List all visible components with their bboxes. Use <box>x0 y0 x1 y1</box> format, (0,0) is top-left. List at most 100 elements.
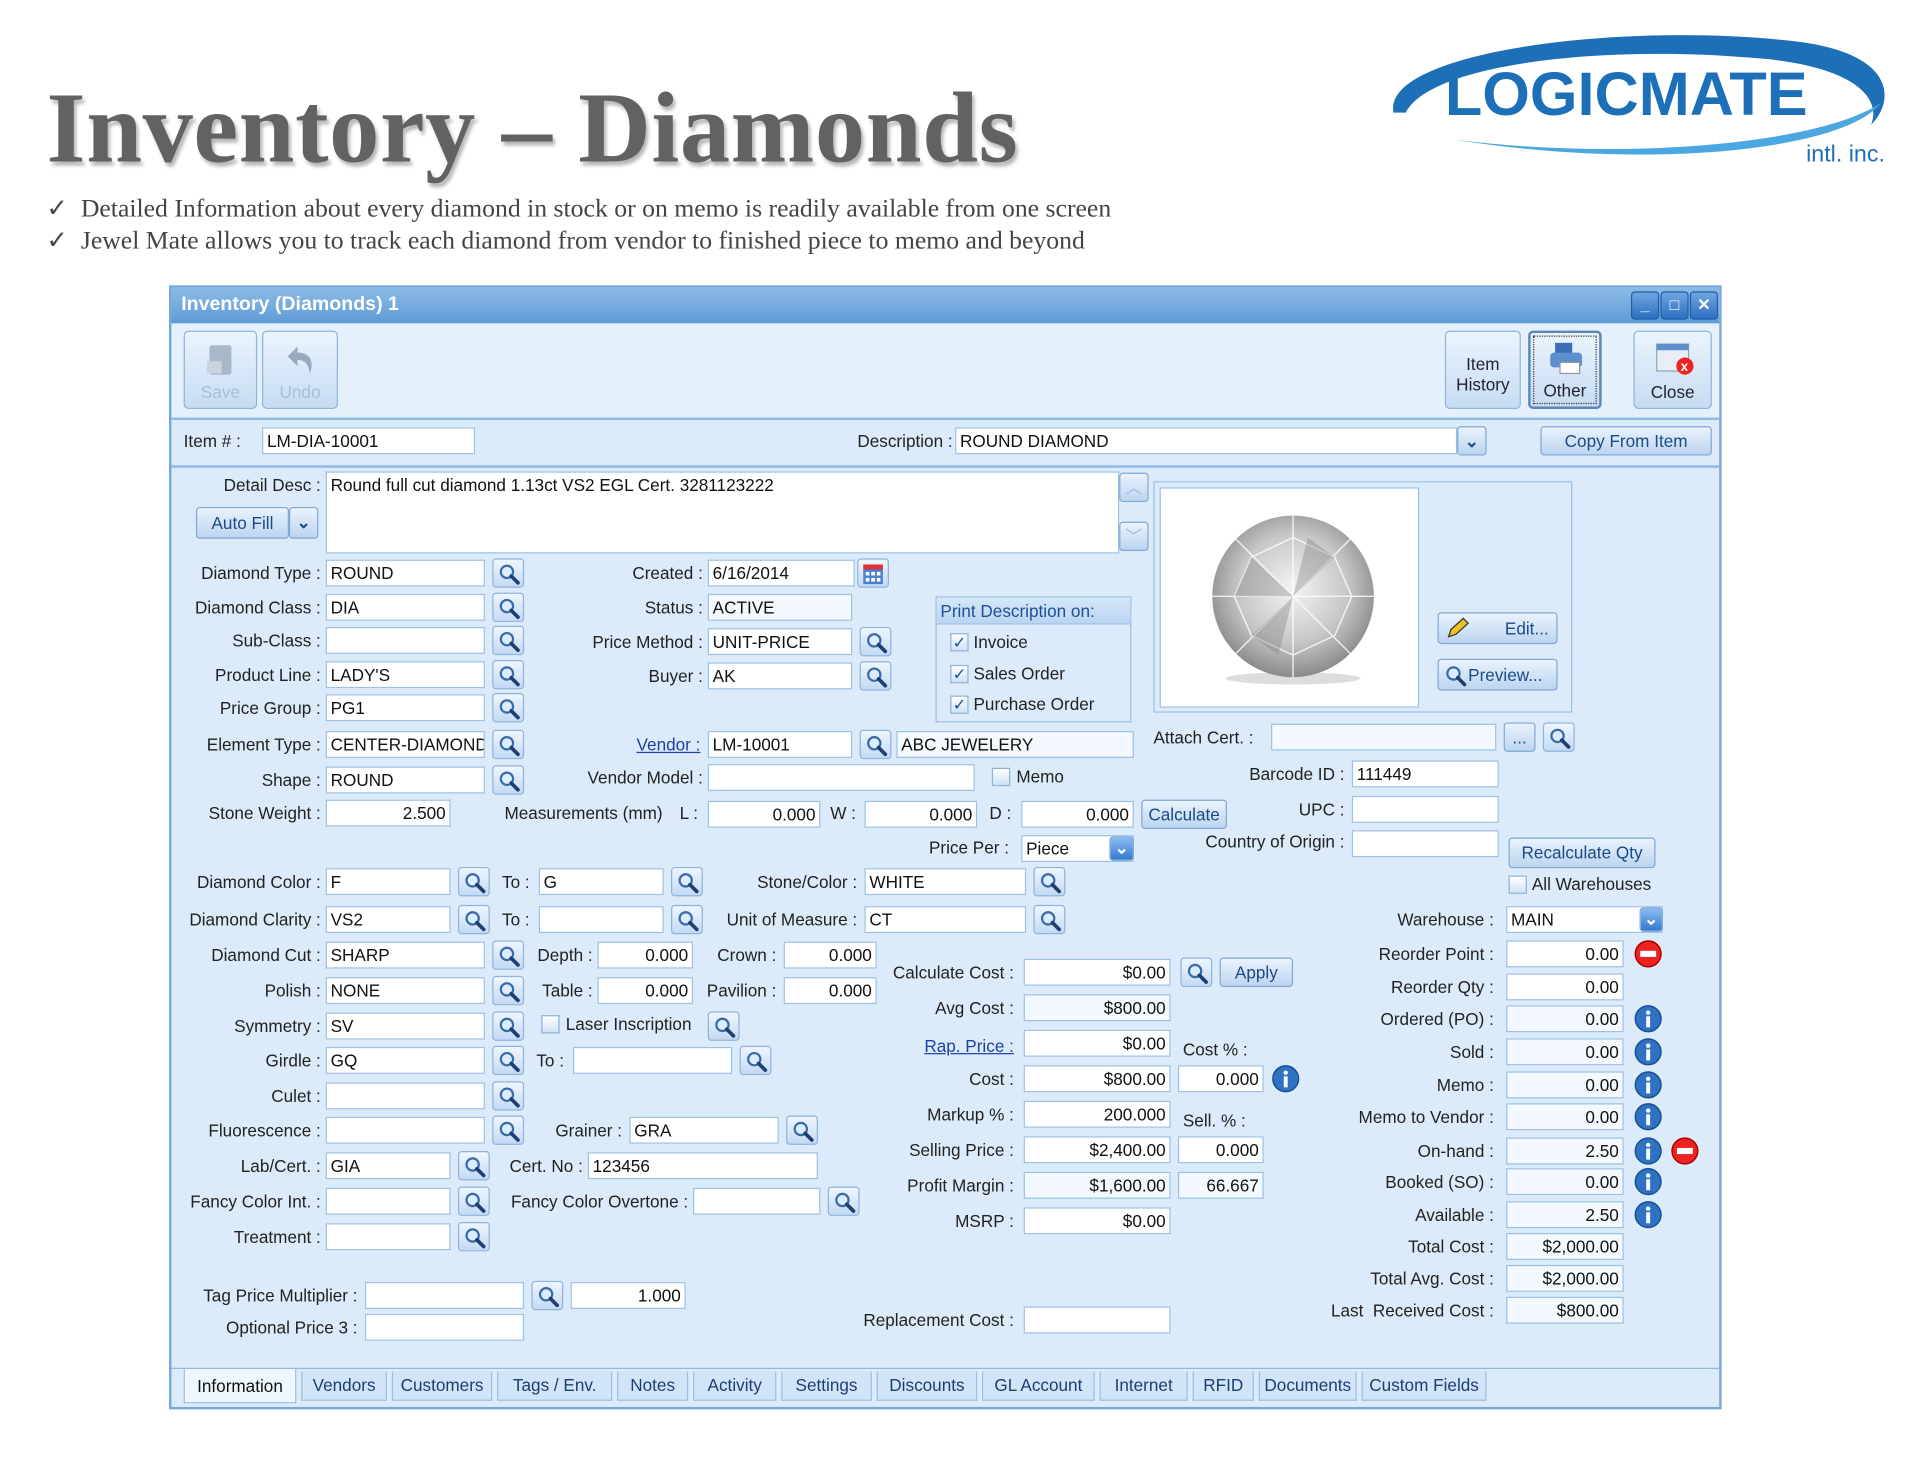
calculate-button[interactable]: Calculate <box>1141 799 1227 829</box>
close-button[interactable]: x Close <box>1633 330 1712 409</box>
clarity-to-input[interactable] <box>538 906 664 934</box>
girdle-to-search-icon[interactable] <box>739 1045 772 1076</box>
cost-input[interactable]: $800.00 <box>1023 1065 1171 1093</box>
selling-price-input[interactable]: $2,400.00 <box>1023 1136 1171 1164</box>
diamond-class-search-icon[interactable] <box>492 592 525 623</box>
girdle-to-input[interactable] <box>573 1046 733 1074</box>
tag-price-multiplier-value[interactable]: 1.000 <box>570 1282 686 1309</box>
created-date-input[interactable]: 6/16/2014 <box>707 559 855 587</box>
product-line-search-icon[interactable] <box>492 660 525 690</box>
warehouse-chevron-down-icon[interactable]: ⌄ <box>1639 907 1663 932</box>
msrp-input[interactable]: $0.00 <box>1023 1207 1171 1235</box>
diamond-clarity-input[interactable]: VS2 <box>325 906 451 934</box>
price-method-input[interactable]: UNIT-PRICE <box>707 628 853 656</box>
calculate-cost-search-icon[interactable] <box>1180 957 1213 987</box>
other-button[interactable]: Other <box>1528 330 1602 409</box>
girdle-search-icon[interactable] <box>492 1045 525 1076</box>
clarity-to-search-icon[interactable] <box>671 904 703 935</box>
apply-button[interactable]: Apply <box>1219 957 1294 987</box>
buyer-input[interactable]: AK <box>707 662 853 690</box>
price-group-input[interactable]: PG1 <box>325 694 485 722</box>
treatment-input[interactable] <box>325 1223 451 1251</box>
memo-checkbox[interactable] <box>991 767 1011 787</box>
rap-price-link[interactable]: Rap. Price : <box>924 1035 1014 1056</box>
scroll-down-button[interactable]: ﹀ <box>1119 521 1149 552</box>
fancy-color-int-input[interactable] <box>325 1187 451 1215</box>
tab-notes[interactable]: Notes <box>617 1371 689 1401</box>
avg-cost-input[interactable]: $800.00 <box>1023 994 1171 1022</box>
fancy-color-int-search-icon[interactable] <box>457 1186 490 1216</box>
laser-inscription-checkbox[interactable] <box>541 1015 560 1034</box>
edit-image-button[interactable]: Edit... <box>1437 612 1558 645</box>
replacement-cost-input[interactable] <box>1023 1306 1171 1334</box>
purchase-order-checkbox[interactable]: ✓ <box>950 695 969 714</box>
on-hand-info-icon[interactable] <box>1633 1136 1662 1165</box>
description-input[interactable]: ROUND DIAMOND <box>955 427 1458 455</box>
ordered-po-input[interactable]: 0.00 <box>1506 1005 1624 1033</box>
vendor-search-icon[interactable] <box>859 729 892 760</box>
polish-input[interactable]: NONE <box>325 977 485 1005</box>
tab-settings[interactable]: Settings <box>781 1371 872 1401</box>
barcode-id-input[interactable]: 111449 <box>1351 760 1499 788</box>
profit-margin-input[interactable]: $1,600.00 <box>1023 1171 1171 1199</box>
fluorescence-search-icon[interactable] <box>492 1115 525 1145</box>
profit-margin-percent-input[interactable]: 66.667 <box>1177 1171 1264 1199</box>
all-warehouses-checkbox[interactable] <box>1508 875 1527 894</box>
invoice-checkbox[interactable]: ✓ <box>950 633 969 652</box>
on-hand-input[interactable]: 2.50 <box>1506 1137 1624 1165</box>
pavilion-input[interactable]: 0.000 <box>783 977 877 1005</box>
cost-percent-input[interactable]: 0.000 <box>1177 1065 1264 1093</box>
color-to-search-icon[interactable] <box>671 866 703 897</box>
buyer-search-icon[interactable] <box>859 661 892 691</box>
item-number-input[interactable]: LM-DIA-10001 <box>262 427 476 455</box>
available-info-icon[interactable] <box>1633 1200 1662 1229</box>
tab-activity[interactable]: Activity <box>693 1371 777 1401</box>
booked-so-info-icon[interactable] <box>1633 1167 1662 1196</box>
product-line-input[interactable]: LADY'S <box>325 661 485 689</box>
description-dropdown-chevron-down-icon[interactable]: ⌄ <box>1457 426 1487 456</box>
element-type-input[interactable]: CENTER-DIAMOND <box>325 731 485 758</box>
girdle-input[interactable]: GQ <box>325 1046 485 1074</box>
lab-cert-input[interactable]: GIA <box>325 1152 451 1180</box>
diamond-color-search-icon[interactable] <box>457 866 490 897</box>
stone-color-search-icon[interactable] <box>1033 866 1066 897</box>
culet-input[interactable] <box>325 1082 485 1110</box>
fancy-color-overtone-search-icon[interactable] <box>827 1186 860 1216</box>
unit-of-measure-input[interactable]: CT <box>864 906 1027 934</box>
undo-button[interactable]: Undo <box>262 330 338 409</box>
attach-cert-browse-button[interactable]: ... <box>1503 722 1536 752</box>
stone-color-input[interactable]: WHITE <box>864 868 1027 896</box>
last-received-cost-input[interactable]: $800.00 <box>1506 1296 1624 1324</box>
diamond-cut-input[interactable]: SHARP <box>325 941 485 969</box>
table-input[interactable]: 0.000 <box>597 977 694 1005</box>
tab-customers[interactable]: Customers <box>391 1371 493 1401</box>
recalculate-qty-button[interactable]: Recalculate Qty <box>1508 837 1656 869</box>
shape-input[interactable]: ROUND <box>325 766 485 794</box>
unit-of-measure-search-icon[interactable] <box>1033 904 1066 935</box>
detail-desc-textarea[interactable]: Round full cut diamond 1.13ct VS2 EGL Ce… <box>325 471 1120 554</box>
tab-discounts[interactable]: Discounts <box>876 1371 978 1401</box>
reorder-point-clear-icon[interactable] <box>1633 939 1662 968</box>
reorder-point-input[interactable]: 0.00 <box>1506 940 1624 968</box>
total-avg-cost-input[interactable]: $2,000.00 <box>1506 1264 1624 1292</box>
vendor-name-input[interactable]: ABC JEWELERY <box>896 731 1134 758</box>
upc-input[interactable] <box>1351 795 1499 823</box>
grainer-input[interactable]: GRA <box>629 1116 779 1144</box>
preview-image-button[interactable]: Preview... <box>1437 658 1558 691</box>
depth-mm-input[interactable]: 0.000 <box>1021 800 1134 828</box>
diamond-type-search-icon[interactable] <box>492 558 525 588</box>
tag-price-multiplier-search-icon[interactable] <box>531 1280 564 1311</box>
tab-documents[interactable]: Documents <box>1258 1371 1357 1401</box>
optional-price-3-input[interactable] <box>364 1313 525 1341</box>
vendor-code-input[interactable]: LM-10001 <box>707 731 853 758</box>
calendar-icon[interactable] <box>857 558 889 588</box>
tag-price-multiplier-input[interactable] <box>364 1282 525 1309</box>
lab-cert-search-icon[interactable] <box>457 1151 490 1181</box>
cost-info-icon[interactable] <box>1271 1064 1300 1093</box>
tab-vendors[interactable]: Vendors <box>301 1371 387 1401</box>
diamond-type-input[interactable]: ROUND <box>325 559 485 587</box>
tab-rfid[interactable]: RFID <box>1192 1371 1254 1401</box>
on-hand-clear-icon[interactable] <box>1670 1136 1699 1165</box>
color-to-input[interactable]: G <box>538 868 664 896</box>
tab-gl-account[interactable]: GL Account <box>982 1371 1095 1401</box>
